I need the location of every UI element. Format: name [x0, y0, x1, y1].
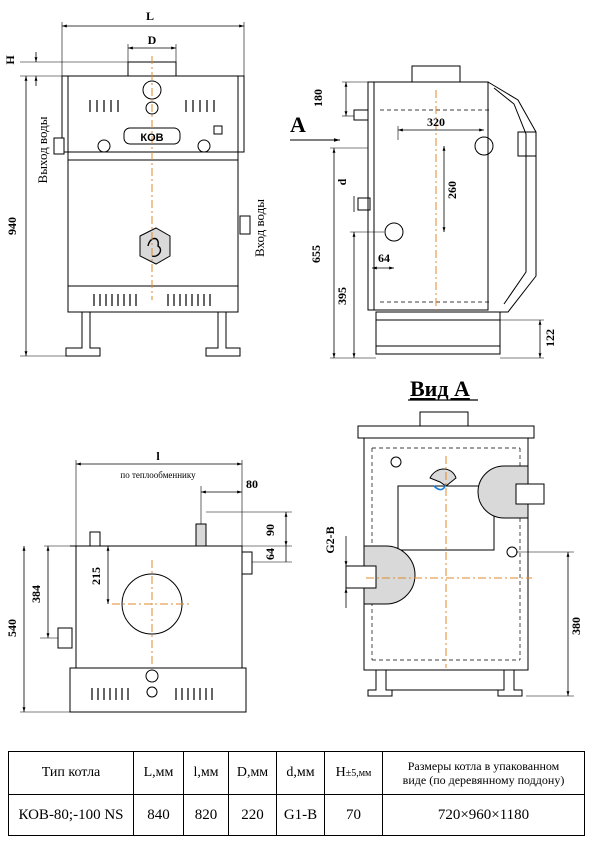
top-dim-90: 90	[263, 524, 277, 536]
side-dim-395: 395	[335, 287, 349, 305]
side-inlet-circle	[384, 222, 404, 242]
cell-L: 840	[133, 794, 184, 836]
front-vents-upper	[89, 100, 215, 112]
header-L: L,мм	[133, 751, 184, 795]
header-boiler-type: Тип котла	[8, 751, 134, 795]
top-bottom-nozzle	[57, 627, 73, 649]
top-dim-l: l	[156, 449, 160, 463]
front-right-valve-icon	[197, 139, 211, 153]
front-water-outlet-label: Выход воды	[35, 116, 50, 183]
header-D: D,мм	[228, 751, 277, 795]
front-dim-L: L	[146, 9, 154, 23]
top-left-nozzle	[89, 531, 101, 547]
side-mid-nozzle	[357, 197, 371, 211]
cell-packed-dims: 720×960×1180	[382, 794, 585, 836]
view-a-right-nozzle	[515, 483, 545, 505]
front-vents-lower	[93, 294, 211, 306]
top-side-nozzle	[241, 551, 253, 575]
top-dim-540: 540	[5, 619, 19, 637]
top-dim-64: 64	[263, 548, 277, 560]
top-right-fitting	[195, 523, 207, 547]
side-view	[290, 65, 544, 359]
cell-d: G1-B	[276, 794, 325, 836]
view-a	[344, 411, 574, 697]
front-logo-text: КОВ	[140, 132, 163, 144]
header-packed-line2: виде (по деревянному поддону)	[402, 773, 565, 787]
header-H-sub: ±5,мм	[345, 768, 372, 779]
side-base	[375, 311, 501, 355]
header-l: l,мм	[183, 751, 229, 795]
front-water-inlet-nozzle	[239, 215, 251, 235]
side-outlet-circle	[474, 136, 494, 156]
header-H: H±5,мм	[324, 751, 383, 795]
cell-D: 220	[228, 794, 277, 836]
side-dim-64: 64	[378, 251, 390, 265]
front-water-inlet-label: Вход воды	[252, 199, 267, 257]
side-dim-d: d	[335, 178, 349, 185]
front-dim-H: H	[3, 55, 17, 65]
side-dim-320: 320	[427, 115, 445, 129]
view-a-handle-icon	[429, 468, 457, 487]
table-row: КОВ-80;-100 NS 840 820 220 G1-B 70 720×9…	[8, 794, 585, 836]
front-dim-D: D	[148, 33, 157, 47]
top-front-panel	[69, 667, 247, 713]
flame-logo-icon	[139, 227, 171, 265]
top-body	[75, 545, 243, 669]
header-H-main: H	[335, 765, 346, 780]
view-a-dim-g2b: G2-B	[323, 526, 337, 553]
view-a-flue	[419, 411, 469, 427]
specification-table: Тип котла L,мм l,мм D,мм d,мм H±5,мм Раз…	[8, 751, 585, 836]
top-dim-80: 80	[246, 477, 258, 491]
cell-l: 820	[183, 794, 229, 836]
front-left-valve-icon	[97, 139, 111, 153]
side-dim-180: 180	[311, 89, 325, 107]
view-a-dim-380: 380	[569, 617, 583, 635]
top-dim-215: 215	[89, 567, 103, 585]
top-dim-l-note: по теплообменнику	[120, 470, 196, 480]
side-top-nozzle	[353, 109, 369, 121]
front-body	[67, 75, 239, 313]
front-dim-940: 940	[5, 217, 19, 235]
front-gauge-icon	[145, 101, 159, 115]
front-right-leg	[205, 312, 241, 357]
top-view	[20, 460, 292, 713]
front-left-leg	[65, 312, 101, 357]
cell-H: 70	[324, 794, 383, 836]
boiler-technical-drawing: L D H 940 Выход воды Вход воды КОВ	[3, 9, 583, 713]
side-flue-pipe	[411, 65, 461, 83]
table-header-row: Тип котла L,мм l,мм D,мм d,мм H±5,мм Раз…	[8, 751, 585, 795]
side-dim-655: 655	[309, 245, 323, 263]
top-dim-384: 384	[29, 585, 43, 603]
side-dim-260: 260	[445, 181, 459, 199]
cell-boiler-type: КОВ-80;-100 NS	[8, 794, 134, 836]
view-a-title: Вид А	[410, 376, 470, 401]
front-view	[20, 22, 251, 357]
side-dim-122: 122	[543, 329, 557, 347]
header-d: d,мм	[276, 751, 325, 795]
side-body	[367, 81, 489, 311]
side-flue-duct	[487, 81, 537, 313]
front-switch-icon	[213, 125, 223, 135]
view-a-marker: А	[290, 112, 306, 137]
view-a-left-nozzle	[345, 565, 377, 589]
front-water-outlet-nozzle	[53, 137, 65, 155]
header-packed-line1: Размеры котла в упакованном	[407, 759, 560, 773]
